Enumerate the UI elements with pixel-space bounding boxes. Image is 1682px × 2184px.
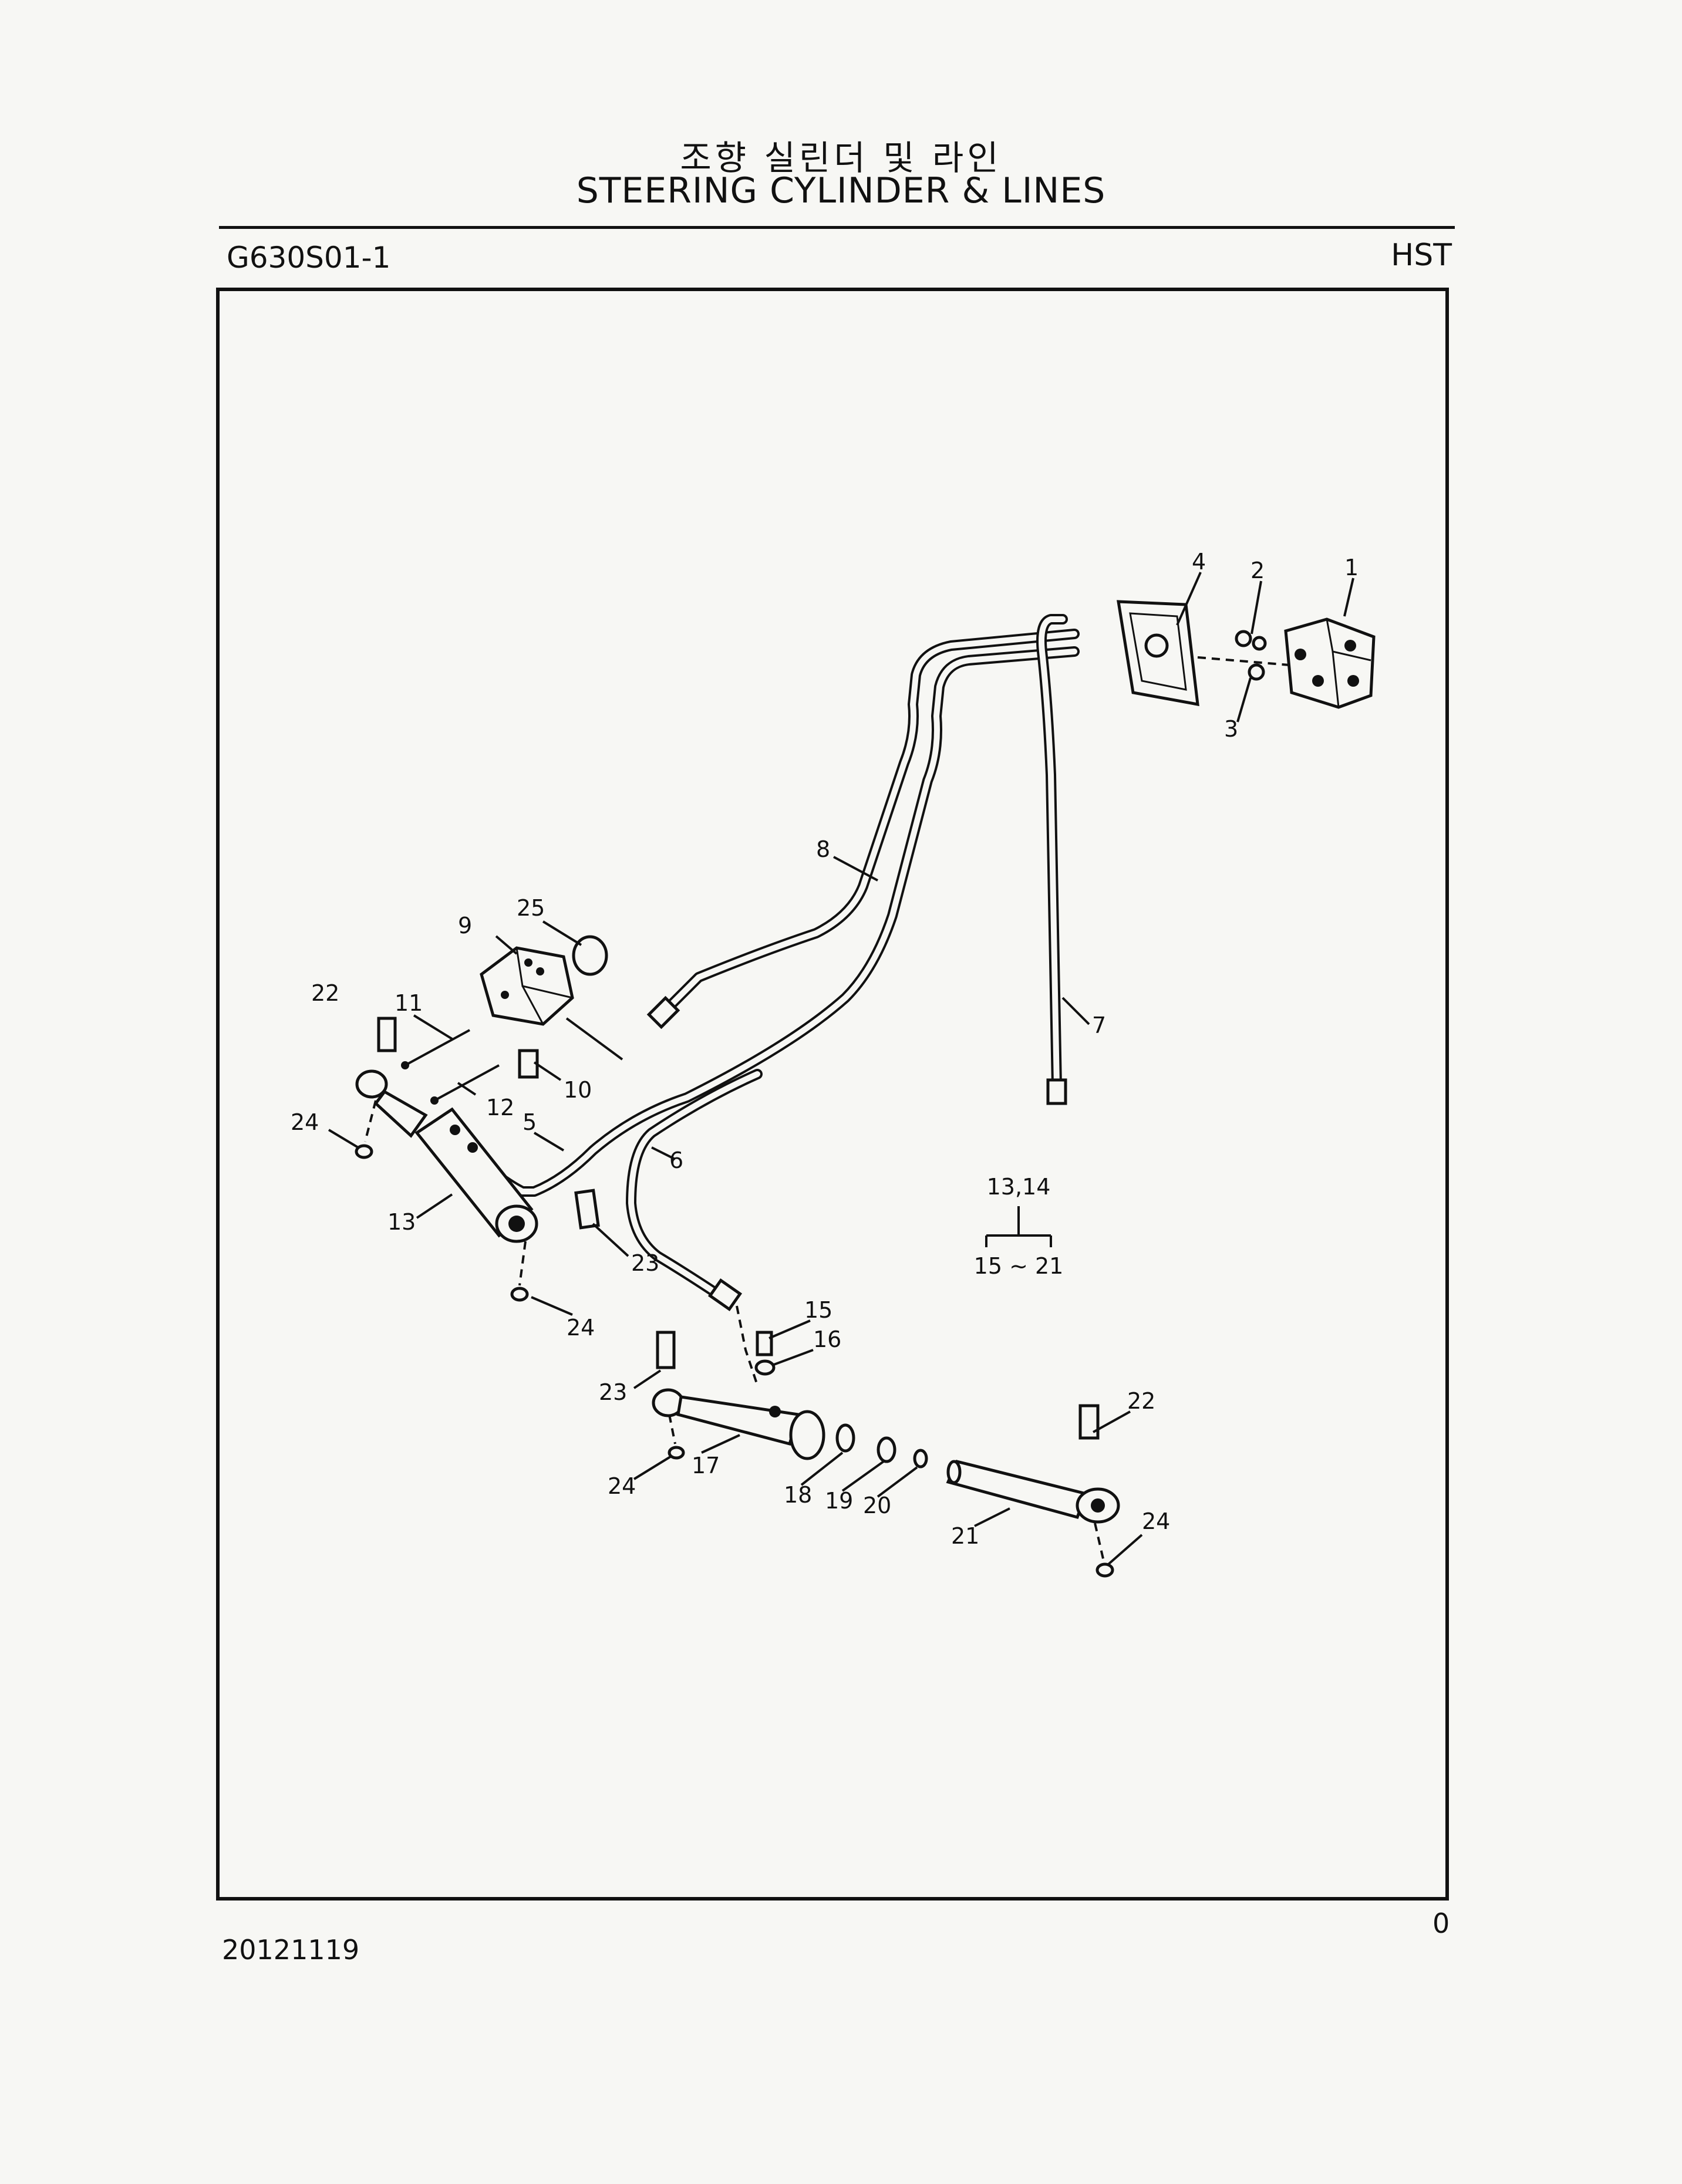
clip-24c	[668, 1446, 685, 1460]
callout-25: 25	[517, 895, 545, 921]
callout-12: 12	[486, 1095, 514, 1120]
assembly-note-top: 13,14	[987, 1174, 1051, 1200]
callout-22-lower: 22	[1127, 1388, 1155, 1414]
section-label: HST	[1391, 238, 1452, 273]
callout-9: 9	[458, 913, 472, 939]
callout-20: 20	[863, 1493, 891, 1518]
callout-24-c: 24	[608, 1473, 636, 1499]
callout-11: 11	[395, 990, 423, 1016]
bolt-15	[756, 1331, 773, 1356]
callout-22-upper: 22	[311, 980, 339, 1006]
cylinder-tube-17	[652, 1388, 825, 1460]
leader-lines	[328, 572, 1354, 1565]
o-ring-2	[1235, 630, 1252, 647]
piston-rod-21	[946, 1460, 1120, 1524]
callout-13: 13	[387, 1209, 416, 1235]
callout-24-a: 24	[291, 1109, 319, 1135]
o-ring-2b	[1252, 636, 1267, 651]
drawing-code: G630S01-1	[227, 241, 391, 275]
hose-5	[459, 646, 1080, 1197]
hose-6	[626, 1069, 763, 1312]
callout-21: 21	[951, 1523, 979, 1549]
header-rule	[219, 226, 1455, 229]
callout-16: 16	[813, 1326, 841, 1352]
assembly-note: 13,14 15 ~ 21	[974, 1174, 1064, 1279]
footer-date: 20121119	[222, 1934, 360, 1966]
pin-22-upper	[377, 1017, 397, 1052]
hose-7	[1036, 614, 1068, 1105]
o-ring-25	[572, 935, 608, 976]
steering-unit-1	[1284, 617, 1376, 709]
callout-24-b: 24	[567, 1315, 595, 1341]
seal-19	[877, 1436, 896, 1463]
o-ring-3	[1248, 663, 1265, 681]
callout-23-upper: 23	[631, 1250, 659, 1276]
callout-1: 1	[1344, 555, 1359, 580]
title-english: STEERING CYLINDER & LINES	[576, 170, 1106, 211]
callout-6: 6	[669, 1147, 683, 1173]
manifold-block-9	[480, 946, 623, 1061]
bolt-11	[405, 1029, 470, 1066]
callout-18: 18	[784, 1482, 812, 1508]
pin-23-upper	[574, 1189, 600, 1230]
clip-24d	[1096, 1562, 1114, 1578]
callout-24-d: 24	[1142, 1508, 1170, 1534]
callout-15: 15	[804, 1297, 832, 1323]
bolt-12	[434, 1064, 500, 1102]
callout-23-lower: 23	[599, 1379, 627, 1405]
hose-8	[646, 629, 1080, 1029]
seal-18	[835, 1423, 855, 1453]
clip-24b	[510, 1287, 529, 1302]
callout-4: 4	[1192, 549, 1206, 575]
clip-24a	[355, 1144, 373, 1159]
drawing-frame	[216, 288, 1449, 1901]
callout-8: 8	[816, 836, 830, 862]
callout-7: 7	[1092, 1012, 1106, 1038]
seal-20	[913, 1449, 928, 1469]
pin-23-lower	[656, 1331, 676, 1369]
pin-22-lower	[1078, 1404, 1100, 1440]
washer-16	[754, 1359, 776, 1376]
callout-19: 19	[825, 1488, 853, 1514]
mount-plate-4	[1117, 600, 1199, 707]
callout-5: 5	[523, 1109, 537, 1135]
callout-3: 3	[1224, 716, 1238, 742]
assembly-note-bottom: 15 ~ 21	[974, 1253, 1064, 1279]
callout-17: 17	[692, 1453, 720, 1478]
title-korean: 조향 실린더 및 라인	[680, 138, 1002, 178]
steering-cylinder-13	[355, 1069, 538, 1243]
callout-2: 2	[1250, 558, 1265, 583]
page-number: 0	[1432, 1908, 1450, 1939]
callout-10: 10	[564, 1077, 592, 1103]
